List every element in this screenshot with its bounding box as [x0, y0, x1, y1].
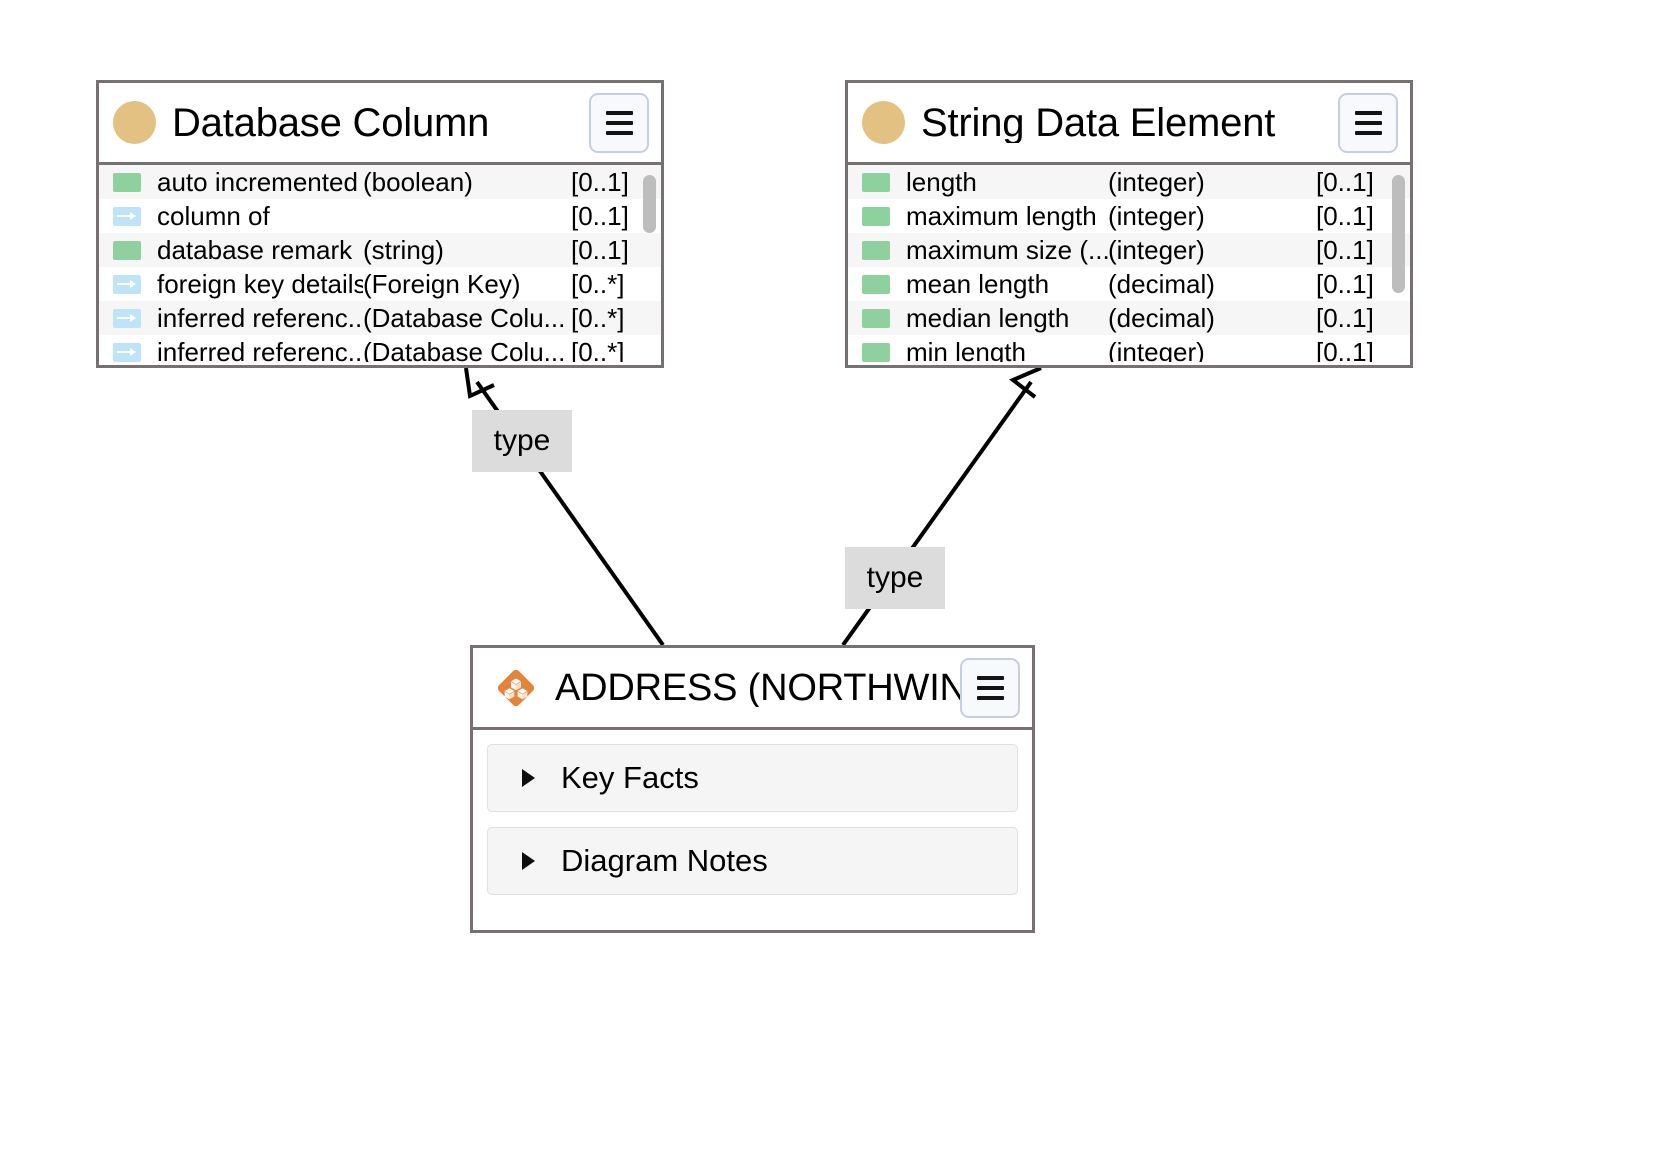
attribute-name: min length — [906, 336, 1026, 363]
edge-label-type-right: type — [845, 547, 945, 609]
table-row[interactable]: inferred referenc... (Database Colu... [… — [99, 335, 661, 362]
relation-arrow-icon — [113, 274, 141, 294]
attribute-type: (string) — [363, 234, 444, 265]
attribute-badge-icon — [862, 342, 890, 362]
section-label: Key Facts — [561, 760, 699, 795]
attribute-name: column of — [157, 200, 270, 231]
class-node-string-data-element[interactable]: String Data Element length (integer) [0.… — [845, 80, 1413, 368]
instance-node-address-northwind[interactable]: ADDRESS (NORTHWIN... Key Facts Diagram N… — [470, 645, 1035, 933]
attribute-list[interactable]: length (integer) [0..1] maximum length (… — [848, 165, 1410, 362]
attribute-cardinality: [0..*] — [571, 302, 625, 333]
relation-arrow-icon — [113, 308, 141, 328]
relation-arrow-icon — [113, 206, 141, 226]
attribute-cardinality: [0..1] — [1316, 166, 1374, 197]
hamburger-menu-icon[interactable] — [1338, 92, 1398, 153]
attribute-name: length — [906, 166, 977, 197]
attribute-type: (integer) — [1108, 166, 1205, 197]
attribute-list[interactable]: auto incremented (boolean) [0..1] column… — [99, 165, 661, 362]
hamburger-menu-icon[interactable] — [589, 92, 649, 153]
triangle-right-icon[interactable] — [522, 852, 535, 870]
attribute-type: (integer) — [1108, 200, 1205, 231]
attribute-badge-icon — [862, 308, 890, 328]
attribute-badge-icon — [862, 172, 890, 192]
attribute-name: median length — [906, 302, 1070, 333]
node-header[interactable]: ADDRESS (NORTHWIN... — [473, 648, 1032, 730]
class-node-database-column[interactable]: Database Column auto incremented (boolea… — [96, 80, 664, 368]
hamburger-menu-icon[interactable] — [960, 657, 1020, 718]
section-label: Diagram Notes — [561, 843, 768, 878]
circle-class-icon — [862, 101, 905, 144]
table-row[interactable]: mean length (decimal) [0..1] — [848, 267, 1410, 301]
attribute-cardinality: [0..1] — [571, 166, 629, 197]
table-row[interactable]: database remark (string) [0..1] — [99, 233, 661, 267]
attribute-name: foreign key details — [157, 268, 363, 299]
table-row[interactable]: maximum length (integer) [0..1] — [848, 199, 1410, 233]
attribute-badge-icon — [113, 172, 141, 192]
node-header[interactable]: Database Column — [99, 83, 661, 165]
attribute-name: maximum length — [906, 200, 1097, 231]
relation-arrow-icon — [113, 342, 141, 362]
attribute-type: (boolean) — [363, 166, 473, 197]
attribute-name: maximum size (... — [906, 234, 1108, 265]
instance-sections: Key Facts Diagram Notes — [473, 730, 1032, 911]
table-row[interactable]: auto incremented (boolean) [0..1] — [99, 165, 661, 199]
attribute-type: (integer) — [1108, 234, 1205, 265]
attribute-type: (Database Colu... — [363, 336, 566, 363]
attribute-name: database remark — [157, 234, 353, 265]
attribute-type: (decimal) — [1108, 302, 1215, 333]
attribute-cardinality: [0..1] — [1316, 200, 1374, 231]
attribute-cardinality: [0..*] — [571, 336, 625, 363]
node-title: ADDRESS (NORTHWIN... — [555, 668, 960, 707]
attribute-name: auto incremented — [157, 166, 358, 197]
attribute-cardinality: [0..1] — [571, 234, 629, 265]
attribute-type: (decimal) — [1108, 268, 1215, 299]
section-diagram-notes[interactable]: Diagram Notes — [487, 827, 1018, 895]
attribute-name: inferred referenc... — [157, 336, 363, 363]
node-title: String Data Element — [921, 102, 1276, 143]
section-key-facts[interactable]: Key Facts — [487, 744, 1018, 812]
orange-diamond-cubes-icon — [493, 665, 539, 711]
attribute-cardinality: [0..1] — [1316, 268, 1374, 299]
table-row[interactable]: min length (integer) [0..1] — [848, 335, 1410, 362]
attribute-cardinality: [0..1] — [1316, 302, 1374, 333]
attribute-cardinality: [0..*] — [571, 268, 625, 299]
table-row[interactable]: maximum size (... (integer) [0..1] — [848, 233, 1410, 267]
table-row[interactable]: length (integer) [0..1] — [848, 165, 1410, 199]
vertical-scrollbar[interactable] — [1392, 175, 1405, 293]
attribute-badge-icon — [862, 240, 890, 260]
table-row[interactable]: column of [0..1] — [99, 199, 661, 233]
triangle-right-icon[interactable] — [522, 769, 535, 787]
attribute-cardinality: [0..1] — [1316, 336, 1374, 363]
circle-class-icon — [113, 101, 156, 144]
attribute-name: inferred referenc... — [157, 302, 363, 333]
attribute-type: (Database Colu... — [363, 302, 566, 333]
attribute-cardinality: [0..1] — [571, 200, 629, 231]
node-header[interactable]: String Data Element — [848, 83, 1410, 165]
attribute-badge-icon — [862, 274, 890, 294]
vertical-scrollbar[interactable] — [643, 175, 656, 233]
attribute-badge-icon — [862, 206, 890, 226]
table-row[interactable]: foreign key details (Foreign Key) [0..*] — [99, 267, 661, 301]
attribute-cardinality: [0..1] — [1316, 234, 1374, 265]
edge-label-type-left: type — [472, 410, 572, 472]
attribute-type: (integer) — [1108, 336, 1205, 363]
attribute-name: mean length — [906, 268, 1050, 299]
table-row[interactable]: median length (decimal) [0..1] — [848, 301, 1410, 335]
node-title: Database Column — [172, 102, 490, 143]
attribute-type: (Foreign Key) — [363, 268, 521, 299]
attribute-badge-icon — [113, 240, 141, 260]
table-row[interactable]: inferred referenc... (Database Colu... [… — [99, 301, 661, 335]
